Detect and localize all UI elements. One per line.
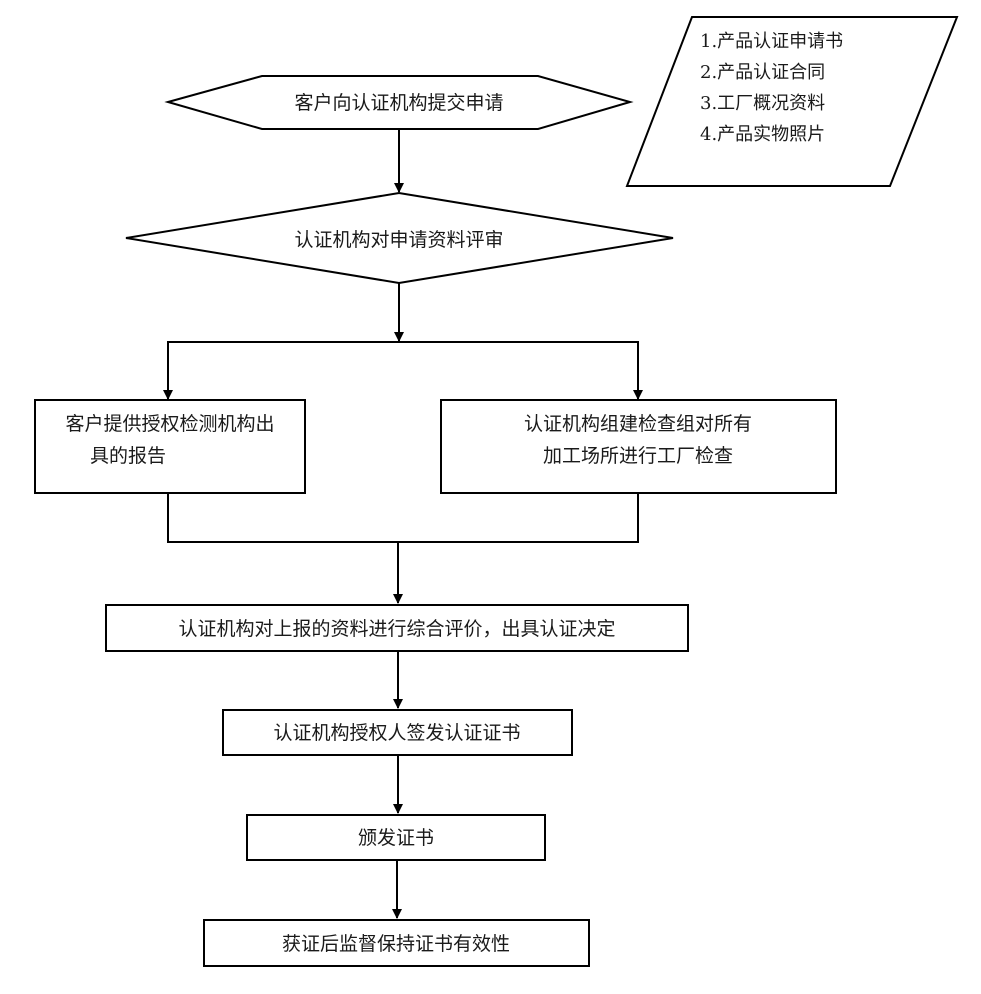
document-item: 2.产品认证合同 [700,62,825,83]
node-label-line: 具的报告 [90,445,166,467]
parallelogram-shape [625,16,959,187]
node-report: 客户提供授权检测机构出 具的报告 [34,399,306,494]
document-item: 1.产品认证申请书 [700,31,843,52]
node-issue: 颁发证书 [246,814,546,861]
node-label: 认证机构授权人签发认证证书 [273,722,520,744]
node-label: 认证机构对申请资料评审 [294,229,503,251]
hexagon-shape [164,75,634,130]
node-label: 认证机构对上报的资料进行综合评价，出具认证决定 [178,618,615,640]
node-label-line: 加工场所进行工厂检查 [543,445,733,467]
node-evaluate: 认证机构对上报的资料进行综合评价，出具认证决定 [105,604,689,652]
node-label-line: 认证机构组建检查组对所有 [524,413,752,435]
document-item: 4.产品实物照片 [700,124,825,145]
edge-review-branch [163,283,643,400]
node-label: 客户向认证机构提交申请 [294,92,503,114]
documents-parallelogram: 1.产品认证申请书 2.产品认证合同 3.工厂概况资料 4.产品实物照片 [625,16,959,187]
edge-split-connector [167,341,639,400]
node-inspection: 认证机构组建检查组对所有 加工场所进行工厂检查 [440,399,837,494]
node-review: 认证机构对申请资料评审 [125,191,674,285]
node-label: 获证后监督保持证书有效性 [282,933,510,955]
node-sign: 认证机构授权人签发认证证书 [222,709,573,756]
node-label-line: 客户提供授权检测机构出 [65,413,274,435]
diamond-shape [125,191,674,285]
rect-shape [203,919,590,967]
rect-shape [105,604,689,652]
document-item: 3.工厂概况资料 [700,93,825,114]
rect-shape [246,814,546,861]
node-label: 颁发证书 [358,827,434,849]
edge-merge [167,493,639,604]
node-submit: 客户向认证机构提交申请 [164,75,634,130]
rect-shape [34,399,306,494]
node-supervise: 获证后监督保持证书有效性 [203,919,590,967]
edge-merge-connector [167,493,639,543]
rect-shape [440,399,837,494]
